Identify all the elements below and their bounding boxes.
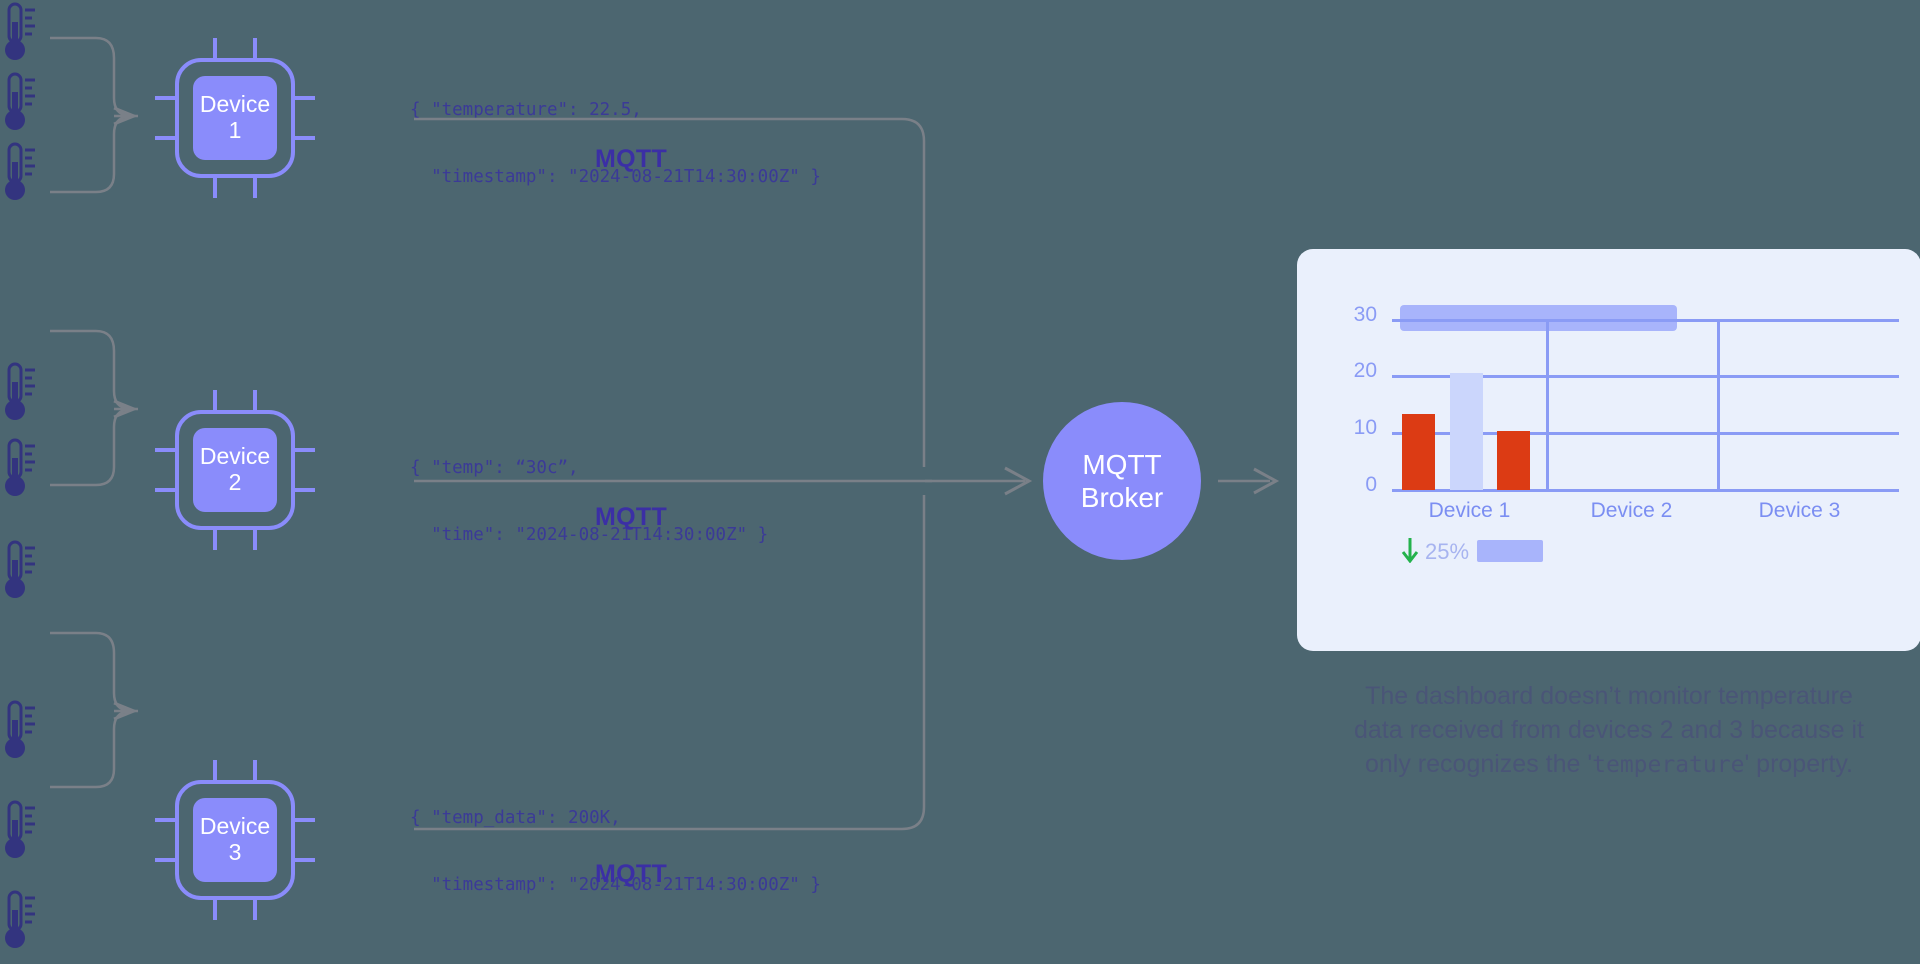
bar-device1-series-c	[1497, 431, 1530, 490]
device-3-protocol-label: MQTT	[595, 860, 668, 888]
device-chip-3[interactable]: Device 3	[155, 760, 315, 920]
device-2-index: 2	[228, 469, 242, 495]
x-axis-label-device-3: Device 3	[1758, 499, 1841, 522]
device-1-payload-line1: { "temperature": 22.5,	[410, 99, 642, 120]
device-2-payload-line2: "time": "2024-08-21T14:30:00Z" }	[410, 524, 769, 545]
device-1-name: Device	[199, 91, 271, 118]
thermometer-icon	[4, 2, 38, 64]
x-axis-label-device-1: Device 1	[1428, 499, 1511, 522]
device-3-name: Device	[199, 813, 271, 840]
device-3-index: 3	[228, 839, 242, 865]
category-divider-2	[1717, 319, 1720, 491]
broker-label-line2: Broker	[1080, 482, 1164, 513]
thermometer-icon	[4, 72, 38, 134]
thermometer-icon	[4, 800, 38, 862]
thermometer-icon	[4, 142, 38, 204]
thermometer-icon	[4, 540, 38, 602]
y-axis-tick-20: 20	[1353, 359, 1377, 382]
broker-label-line1: MQTT	[1082, 448, 1162, 480]
caption-line-3: only recognizes the 'temperature' proper…	[1297, 748, 1920, 782]
y-axis-tick-30: 30	[1353, 303, 1377, 326]
bar-device1-series-a	[1402, 414, 1435, 490]
dashboard-caption: The dashboard doesn’t monitor temperatur…	[1297, 680, 1920, 781]
category-divider-1	[1546, 319, 1549, 491]
caption-line-3-pre: only recognizes the '	[1365, 749, 1593, 778]
caption-line-1: The dashboard doesn’t monitor temperatur…	[1365, 682, 1853, 710]
device-3-payload-line2: "timestamp": "2024-08-21T14:30:00Z" }	[410, 874, 821, 895]
gridline-20	[1392, 375, 1899, 378]
sensor-brace-3	[50, 631, 138, 789]
trend-percentage: 25%	[1425, 539, 1470, 564]
gridline-10	[1392, 432, 1899, 435]
sensor-brace-2	[50, 329, 138, 487]
device-1-protocol-label: MQTT	[595, 145, 668, 173]
device-3-payload-line1: { "temp_data": 200K,	[410, 807, 621, 828]
broker-connector-lines	[414, 117, 932, 831]
bar-device1-series-b	[1450, 373, 1483, 490]
y-axis-tick-10: 10	[1353, 416, 1377, 439]
device-chip-2[interactable]: Device 2	[155, 390, 315, 550]
device-chip-1[interactable]: Device 1	[155, 38, 315, 198]
device-1-payload: { "temperature": 22.5, "timestamp": "202…	[410, 54, 821, 233]
broker-inbound-arrow	[925, 466, 1033, 496]
device-3-payload: { "temp_data": 200K, "timestamp": "2024-…	[410, 762, 821, 941]
arrow-down-icon	[1401, 538, 1419, 563]
y-axis-tick-0: 0	[1365, 473, 1377, 496]
device-1-index: 1	[228, 117, 242, 143]
device-chip-1-label: Device 1	[193, 76, 277, 160]
caption-line-2: data received from devices 2 and 3 becau…	[1353, 715, 1865, 744]
thermometer-icon	[4, 438, 38, 500]
device-2-payload-line1: { "temp": “30c”,	[410, 457, 579, 478]
dashboard-card[interactable]: 30 20 10 0 Device 1 Device 2 Device 3 25…	[1297, 249, 1920, 651]
sensor-brace-1	[50, 36, 138, 194]
dashboard-title-placeholder	[1400, 305, 1677, 331]
thermometer-icon	[4, 362, 38, 424]
x-axis-label-device-2: Device 2	[1590, 499, 1673, 522]
device-chip-2-label: Device 2	[193, 428, 277, 512]
mqtt-broker-node[interactable]: MQTT Broker	[1043, 402, 1201, 560]
gridline-30	[1392, 319, 1899, 322]
device-chip-3-label: Device 3	[193, 798, 277, 882]
thermometer-icon	[4, 700, 38, 762]
device-2-payload: { "temp": “30c”, "time": "2024-08-21T14:…	[410, 412, 768, 591]
device-2-name: Device	[199, 443, 271, 470]
axis-baseline	[1392, 489, 1899, 492]
caption-line-3-post: ' property.	[1744, 749, 1853, 778]
dashboard-inbound-arrow	[1218, 467, 1280, 495]
legend-placeholder-block	[1477, 540, 1543, 562]
thermometer-icon	[4, 890, 38, 952]
device-2-protocol-label: MQTT	[595, 503, 668, 531]
caption-property-name: temperature	[1592, 751, 1745, 778]
device-1-payload-line2: "timestamp": "2024-08-21T14:30:00Z" }	[410, 166, 821, 187]
